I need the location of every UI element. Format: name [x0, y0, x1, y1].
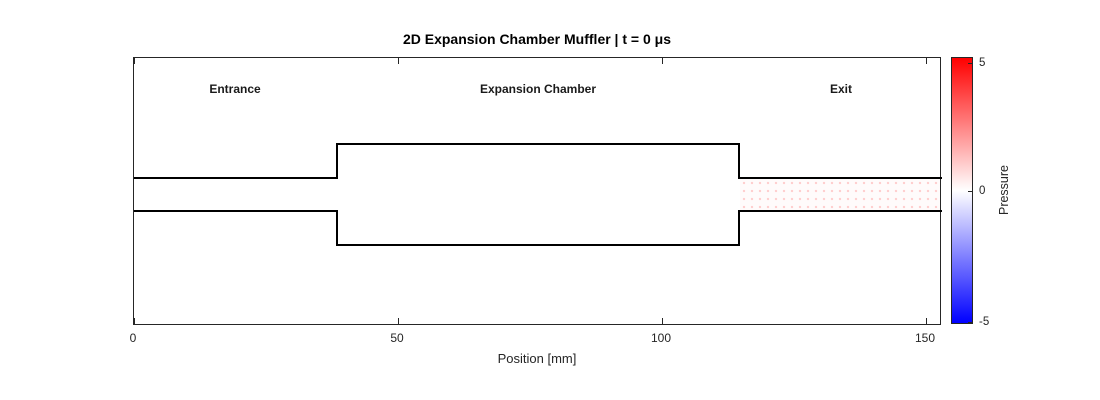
- x-tick-mark-top-150: [926, 58, 927, 64]
- colorbar-tick-label-5: 5: [979, 57, 986, 69]
- x-tick-label-150: 150: [914, 331, 936, 345]
- colorbar-gradient: [951, 57, 973, 324]
- x-tick-mark-bottom-0: [134, 318, 135, 324]
- exit-pipe-pressure-speckle: [740, 179, 940, 210]
- colorbar-area: 5 0 -5: [951, 57, 1031, 328]
- muffler-top-wall: [134, 143, 942, 179]
- x-tick-label-0: 0: [129, 331, 137, 345]
- x-tick-mark-top-0: [134, 58, 135, 64]
- muffler-bottom-wall: [134, 210, 942, 246]
- colorbar-tick-mark-5: [968, 63, 972, 64]
- colorbar-tick-label--5: -5: [979, 316, 990, 328]
- x-tick-mark-bottom-50: [398, 318, 399, 324]
- label-expansion-chamber: Expansion Chamber: [479, 82, 597, 96]
- x-tick-label-50: 50: [390, 331, 404, 345]
- plot-axes: Entrance Expansion Chamber Exit: [133, 57, 942, 325]
- x-tick-mark-bottom-100: [662, 318, 663, 324]
- plot-title: 2D Expansion Chamber Muffler | t = 0 μs: [402, 31, 672, 47]
- colorbar-tick-mark-0: [968, 191, 972, 192]
- x-tick-mark-top-100: [662, 58, 663, 64]
- colorbar-axis-label: Pressure: [997, 164, 1011, 216]
- colorbar-tick-mark--5: [968, 322, 972, 323]
- x-tick-mark-bottom-150: [926, 318, 927, 324]
- label-exit: Exit: [829, 82, 853, 96]
- x-axis-label: Position [mm]: [497, 351, 577, 366]
- x-tick-mark-top-50: [398, 58, 399, 64]
- x-tick-label-100: 100: [650, 331, 672, 345]
- muffler-geometry: [134, 143, 942, 246]
- colorbar-tick-label-0: 0: [979, 185, 986, 197]
- label-entrance: Entrance: [209, 82, 261, 96]
